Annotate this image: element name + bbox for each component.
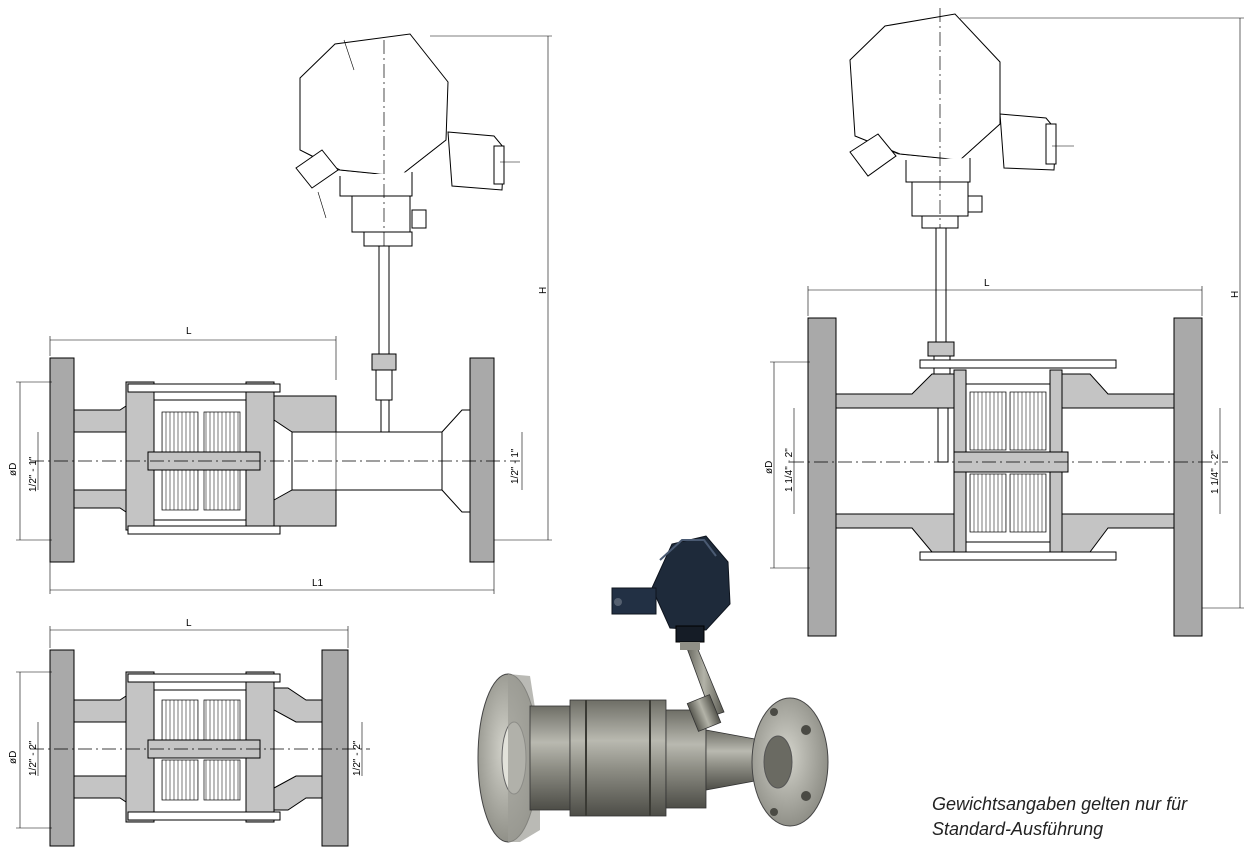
terminal-head-1 xyxy=(295,33,520,250)
tie-rod-bottom-1 xyxy=(127,525,281,535)
drawing-3-inline: L øD 1/2" - 2" 1/2" - 2" xyxy=(8,618,370,847)
photo-fin-housing xyxy=(569,699,667,817)
dim-label-dia-2: øD xyxy=(764,461,775,474)
reducer-right-top-1 xyxy=(273,395,337,433)
body-top-right-2 xyxy=(1061,373,1175,409)
tie-rod-top-1 xyxy=(127,383,281,393)
dim-label-height-2: H xyxy=(1230,291,1241,298)
dim-label-length-2: L xyxy=(984,278,990,289)
weight-note-line-2: Standard-Ausführung xyxy=(932,819,1104,839)
weight-note-line-1: Gewichtsangaben gelten nur für xyxy=(932,794,1188,814)
flange-left-3 xyxy=(49,649,75,847)
dim-label-height-1: H xyxy=(538,287,549,294)
dim-label-length-1: L xyxy=(186,326,192,337)
dim-label-bore-right-3: 1/2" - 2" xyxy=(352,740,363,776)
sensor-stem-2 xyxy=(927,227,955,463)
body-bottom-right-2 xyxy=(1061,513,1175,553)
dim-label-bore-left-2: 1 1/4" - 2" xyxy=(784,448,795,492)
dim-label-bore-right-2: 1 1/4" - 2" xyxy=(1210,450,1221,494)
terminal-head-2 xyxy=(849,8,1074,230)
reducer-right-bottom-1 xyxy=(273,489,337,527)
dim-label-bore-left-1: 1/2" - 1" xyxy=(28,456,39,492)
photo-terminal-head xyxy=(651,535,731,631)
flange-left-1 xyxy=(49,357,75,563)
drawing-2-sensor-large: L H øD 1 1/4" - 2" 1 1/4" - 2" xyxy=(764,8,1244,637)
flange-right-1 xyxy=(469,357,495,563)
dim-label-length-3: L xyxy=(186,618,192,629)
weight-note: Gewichtsangaben gelten nur für Standard-… xyxy=(932,792,1244,851)
dim-label-total-length-1: L1 xyxy=(312,578,324,589)
tie-rod-top-2 xyxy=(919,359,1117,369)
flange-right-2 xyxy=(1173,317,1203,637)
product-photo-flowmeter xyxy=(477,535,829,843)
body-top-left-2 xyxy=(835,373,961,409)
dim-label-dia-3: øD xyxy=(8,751,19,764)
dim-label-dia-1: øD xyxy=(8,463,19,476)
drawing-1-sensor-threaded: L L1 H øD 1/2" - 1" 1/2" - 1" xyxy=(8,33,552,594)
flange-left-2 xyxy=(807,317,837,637)
dim-label-bore-right-1: 1/2" - 1" xyxy=(510,448,521,484)
body-bottom-left-2 xyxy=(835,513,961,553)
flange-right-3 xyxy=(321,649,349,847)
tie-rod-bottom-2 xyxy=(919,551,1117,561)
dim-label-bore-left-3: 1/2" - 2" xyxy=(28,740,39,776)
